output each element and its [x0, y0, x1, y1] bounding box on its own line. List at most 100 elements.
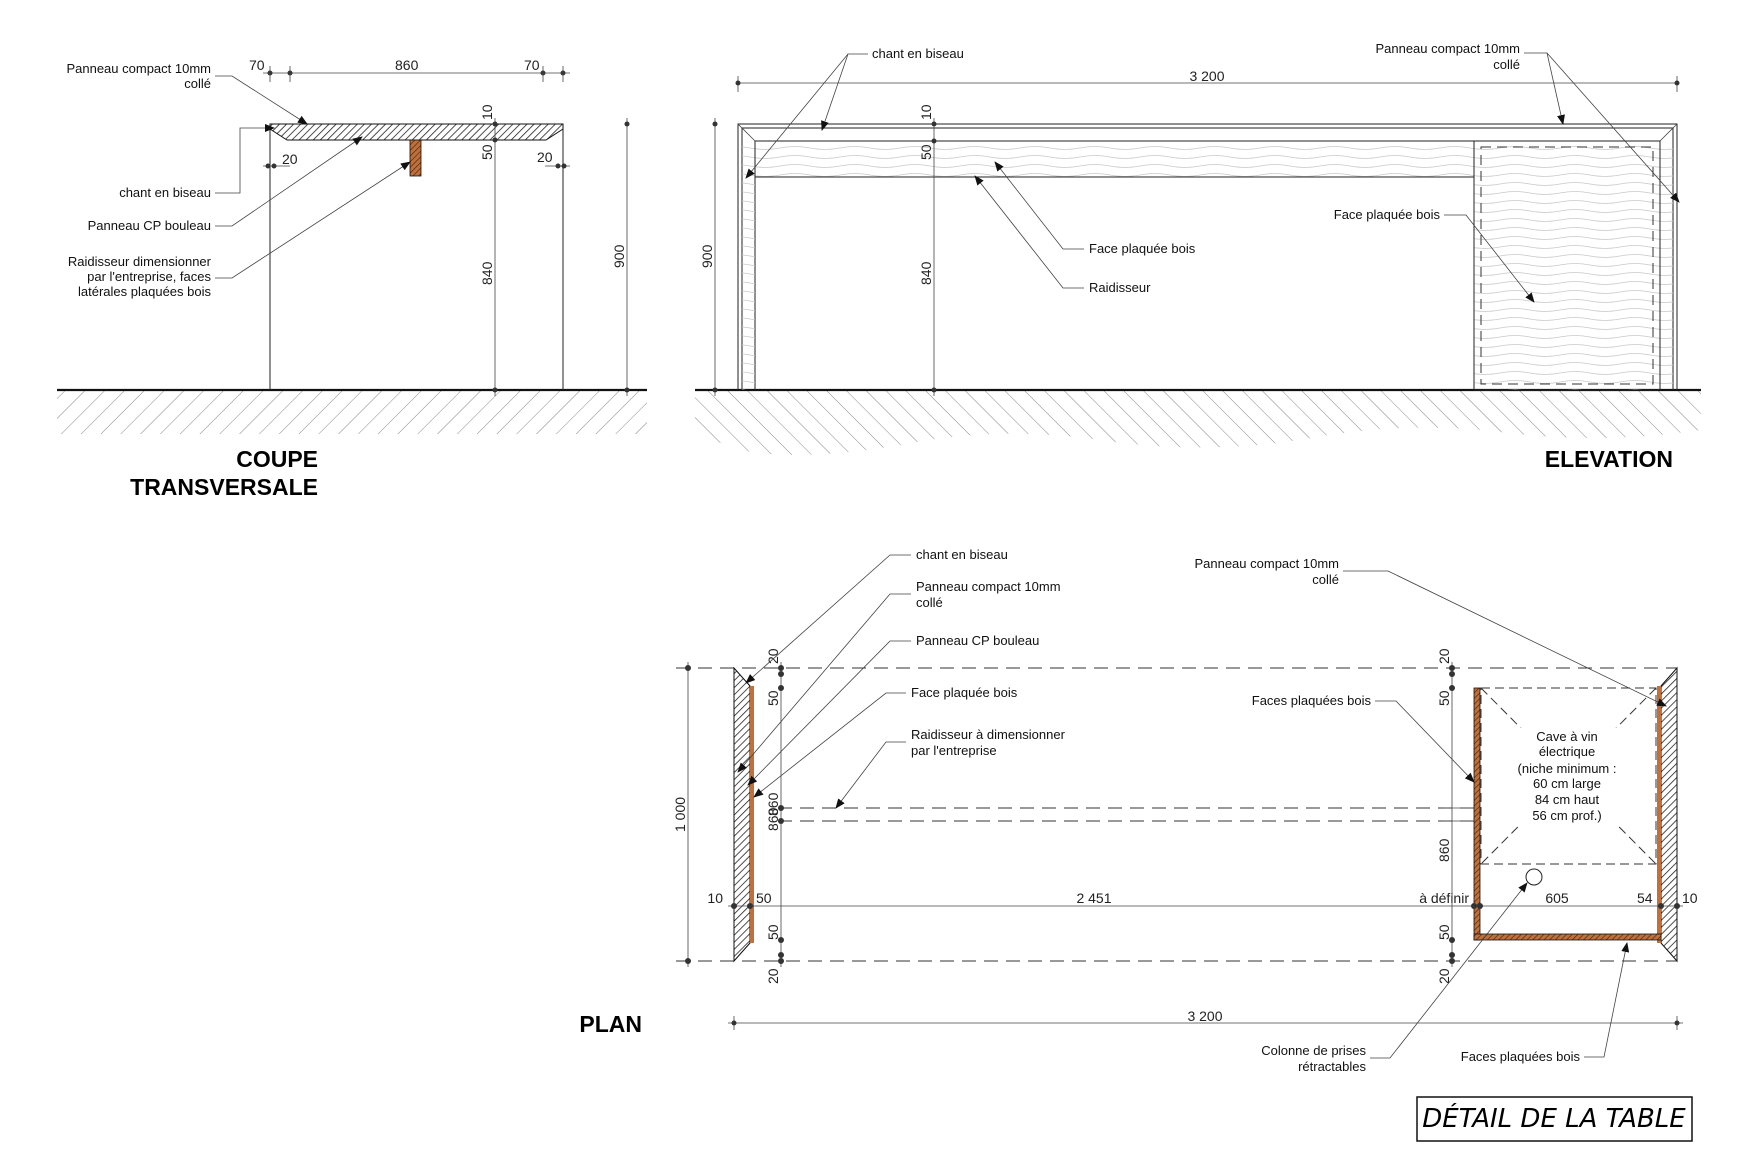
coupe-dim-70-right: 70: [524, 57, 540, 73]
plan-dim-20-left-top: 20: [765, 648, 781, 664]
elevation-frame-outer: [737, 123, 1678, 390]
plan-cave-4: 60 cm large: [1533, 776, 1601, 791]
coupe-leader-panneau-cp: [215, 136, 363, 227]
elevation-title: ELEVATION: [1545, 446, 1673, 472]
elevation-dim-dot-b: [931, 138, 937, 144]
elevation-dim-dot-l: [735, 80, 741, 86]
coupe-label-raidisseur-3: latérales plaquées bois: [78, 284, 211, 299]
coupe-dim-20-right: 20: [537, 149, 553, 165]
plan-leader-panneau-cp: [747, 640, 911, 786]
plan-dim-left-dots: [778, 665, 784, 964]
plan-label-faces-plaquees-bottom: Faces plaquées bois: [1461, 1049, 1581, 1064]
elevation-label-panneau-compact-2: collé: [1493, 57, 1520, 72]
coupe-dim-50: 50: [479, 144, 495, 160]
plan-dim-a-definir: à définir: [1419, 890, 1469, 906]
coupe-dim-20-left-dot: [265, 163, 271, 169]
sheet-title: DÉTAIL DE LA TABLE: [1422, 1102, 1686, 1134]
plan-dim-10-right: 10: [1682, 890, 1698, 906]
coupe-title-line2: TRANSVERSALE: [130, 474, 318, 500]
elevation-bevel-right: [1659, 123, 1678, 142]
plan-dim-860-right: 860: [1436, 838, 1452, 862]
elevation-bevel-left: [737, 123, 756, 142]
plan-label-face-plaquee: Face plaquée bois: [911, 685, 1018, 700]
coupe-ground-hatch: [57, 390, 647, 434]
plan-dim-2451: 2 451: [1076, 890, 1111, 906]
plan-label-faces-plaquees-top: Faces plaquées bois: [1252, 693, 1372, 708]
plan-dim-3200-dot-l: [731, 1020, 737, 1026]
elevation-leader-panneau-2: [1546, 52, 1680, 203]
coupe-dim-20-left-dot2: [271, 163, 277, 169]
coupe-label-panneau-cp: Panneau CP bouleau: [88, 218, 211, 233]
elevation-raidisseur: [754, 140, 1475, 178]
elevation-dim-10: 10: [918, 104, 934, 120]
elevation-cabinet: [1473, 140, 1661, 391]
plan-wine-text-bg: [1500, 728, 1638, 824]
elevation-dim-dot-e: [712, 387, 718, 393]
plan-label-panneau-compact-r1: Panneau compact 10mm: [1194, 556, 1339, 571]
plan-dim-50-left-top: 50: [765, 690, 781, 706]
plan-dim-1000: 1 000: [672, 797, 688, 832]
sheet-title-box: [1416, 1096, 1693, 1142]
coupe-dim-dot-d: [624, 121, 630, 127]
elevation-dim-dot-r: [1674, 80, 1680, 86]
elevation-label-raidisseur: Raidisseur: [1089, 280, 1151, 295]
plan-wine-niche: [1480, 687, 1657, 865]
coupe-dim-20-right-dot2: [561, 163, 567, 169]
elevation-leader-panneau-1: [1524, 52, 1565, 125]
coupe-dim-dot-a: [492, 121, 498, 127]
coupe-label-panneau-compact-2: collé: [184, 76, 211, 91]
coupe-dim-900: 900: [611, 244, 627, 268]
plan-leg-left-face: [750, 686, 754, 943]
plan-dim-1000-dot-bottom: [685, 958, 691, 964]
plan-dim-1000-dot-top: [685, 665, 691, 671]
plan-dim-3200: 3 200: [1187, 1008, 1222, 1024]
plan-dim-3200-dot-r: [1674, 1020, 1680, 1026]
plan-dim-20-left-bot: 20: [765, 968, 781, 984]
plan-dim-50-left: 50: [756, 890, 772, 906]
plan-dim-20-right-top: 20: [1436, 648, 1452, 664]
coupe-dim-20-left: 20: [282, 151, 298, 167]
elevation-dim-840: 840: [918, 261, 934, 285]
plan-leader-face-plaquee: [753, 692, 906, 798]
elevation-leader-chant-2: [821, 53, 849, 131]
plan-leader-faces-plaquees-top: [1375, 700, 1475, 783]
elevation-cabinet-dashed: [1480, 146, 1654, 385]
elevation-dim-50: 50: [918, 144, 934, 160]
plan-dim-20-right-bot: 20: [1436, 968, 1452, 984]
coupe-dim-70-left: 70: [249, 57, 265, 73]
plan-label-colonne-2: rétractables: [1298, 1059, 1366, 1074]
plan-dim-860-left: 860: [765, 792, 781, 816]
plan-leader-colonne: [1370, 882, 1528, 1059]
plan-leg-right: [1660, 666, 1678, 963]
coupe-dim-dot-c: [492, 387, 498, 393]
coupe-dim-dot-e: [624, 387, 630, 393]
coupe-title-line1: COUPE: [236, 446, 318, 472]
plan-label-raidisseur-1: Raidisseur à dimensionner: [911, 727, 1066, 742]
plan-label-panneau-compact-1: Panneau compact 10mm: [916, 579, 1061, 594]
plan-title: PLAN: [579, 1011, 642, 1037]
plan-cave-3: (niche minimum :: [1518, 761, 1617, 776]
plan-dim-54: 54: [1637, 890, 1653, 906]
elevation-label-face-plaquee: Face plaquée bois: [1089, 241, 1196, 256]
plan-colonne-prises: [1525, 868, 1543, 886]
coupe-leader-panneau-compact: [215, 75, 308, 125]
coupe-label-chant: chant en biseau: [119, 185, 211, 200]
coupe-dim-dot-b: [492, 137, 498, 143]
plan-label-chant: chant en biseau: [916, 547, 1008, 562]
plan-dim-50-right-top: 50: [1436, 690, 1452, 706]
elevation-dim-3200: 3 200: [1189, 68, 1224, 84]
plan-cave-6: 56 cm prof.): [1532, 808, 1601, 823]
plan-dim-50-left-bot: 50: [765, 924, 781, 940]
elevation-dim-dot-c: [931, 387, 937, 393]
plan-leader-raidisseur: [835, 741, 906, 809]
plan-leg-left: [733, 666, 751, 963]
elevation-leader-face-plaquee-right: [1444, 214, 1535, 303]
plan-label-colonne-1: Colonne de prises: [1261, 1043, 1366, 1058]
plan-cabinet-back: [1473, 933, 1662, 941]
elevation-dim-900: 900: [699, 244, 715, 268]
elevation-dim-dot-d: [712, 121, 718, 127]
elevation-dim-dot-a: [931, 121, 937, 127]
plan-label-raidisseur-2: par l'entreprise: [911, 743, 997, 758]
elevation-leg-left-wood: [742, 141, 755, 390]
coupe-dim-860: 860: [395, 57, 419, 73]
